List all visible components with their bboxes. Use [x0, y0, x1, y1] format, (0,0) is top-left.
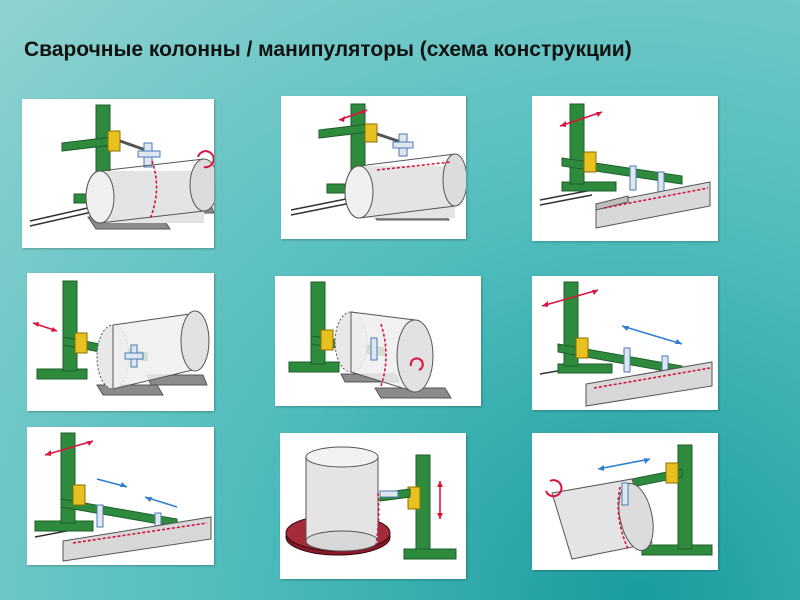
- diagram-panel-7: [27, 427, 214, 565]
- diagram-panel-9: [532, 433, 718, 570]
- diagram-panel-5: [275, 276, 481, 406]
- diagram-panel-4: [27, 273, 214, 411]
- page-title: Сварочные колонны / манипуляторы (схема …: [24, 38, 632, 61]
- diagram-panel-1: [22, 99, 214, 248]
- diagram-panel-6: [532, 276, 718, 410]
- diagram-panel-8: [280, 433, 466, 579]
- diagram-panel-2: [281, 96, 466, 239]
- diagram-panel-3: [532, 96, 718, 241]
